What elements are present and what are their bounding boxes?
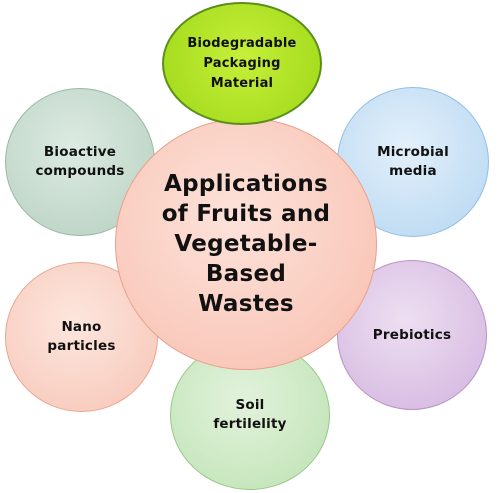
bubble-biodegradable-packaging: Biodegradable Packaging Material (162, 2, 322, 125)
bubble-center-applications: Applications of Fruits and Vegetable- Ba… (115, 118, 377, 370)
bubble-bioactive-compounds: Bioactive compounds (5, 88, 155, 236)
label-soil-fertility: Soil fertilelity (213, 397, 287, 432)
label-center-title: Applications of Fruits and Vegetable- Ba… (161, 171, 331, 317)
label-bioactive-compounds: Bioactive compounds (35, 144, 125, 179)
label-prebiotics: Prebiotics (372, 326, 452, 343)
label-microbial-media: Microbial media (377, 144, 449, 179)
label-nano-particles: Nano particles (47, 319, 116, 354)
label-biodegradable-packaging: Biodegradable Packaging Material (187, 35, 297, 91)
